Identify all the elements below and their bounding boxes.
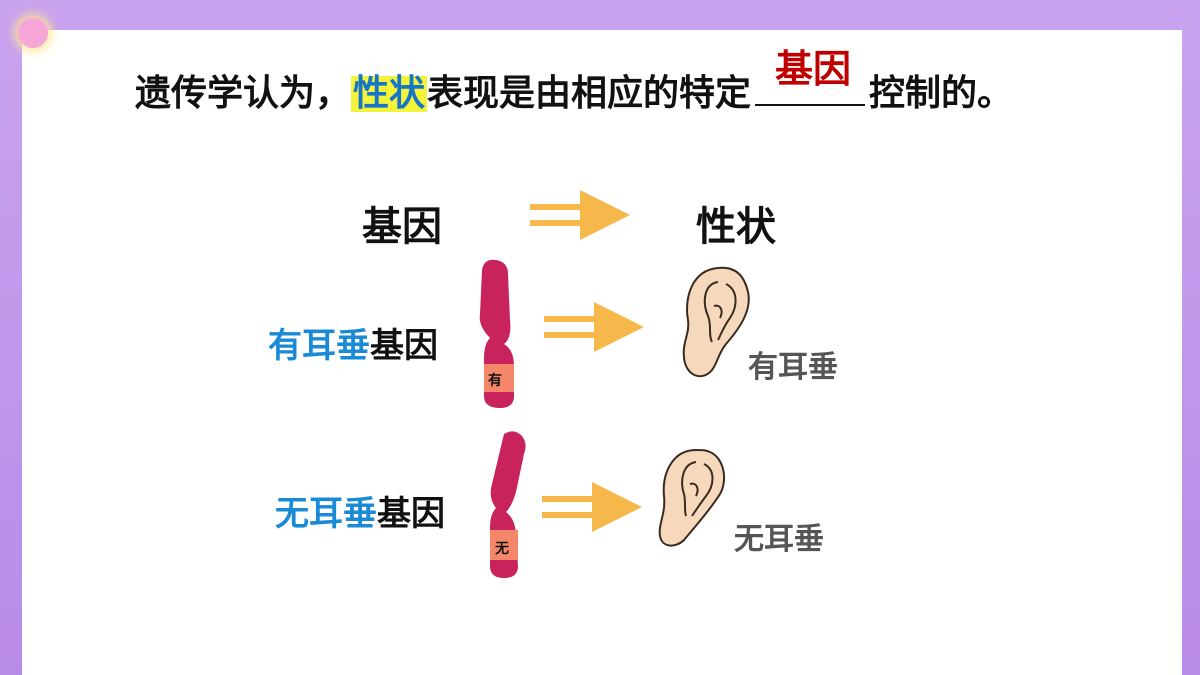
decorative-dot bbox=[18, 18, 48, 48]
chromosome-icon bbox=[479, 259, 514, 408]
gene-label-colored: 有耳垂 bbox=[268, 326, 370, 366]
header-arrow-icon bbox=[530, 190, 630, 240]
trait-label-row-2: 无耳垂 bbox=[734, 522, 824, 557]
chromosome-band-label: 有 bbox=[488, 373, 502, 389]
gene-label-plain: 基因 bbox=[377, 494, 445, 534]
answer-blank: 基因 bbox=[755, 50, 866, 106]
title-prefix: 遗传学认为， bbox=[135, 73, 352, 114]
slide bbox=[22, 30, 1182, 675]
gene-label-row-1: 有耳垂基因 bbox=[268, 318, 438, 367]
trait-label-row-1: 有耳垂 bbox=[748, 350, 838, 385]
chromosome-row-1: 有 bbox=[468, 258, 528, 410]
header-trait: 性状 bbox=[696, 204, 776, 250]
ear-with-lobe-icon bbox=[682, 266, 750, 378]
row-2-arrow-icon bbox=[542, 482, 642, 532]
chromosome-icon bbox=[490, 431, 526, 578]
header-gene: 基因 bbox=[362, 204, 442, 250]
row-1-arrow-icon bbox=[544, 302, 644, 352]
title-highlight-trait: 性状 bbox=[351, 73, 428, 114]
chromosome-band-label: 无 bbox=[495, 541, 509, 557]
gene-label-colored: 无耳垂 bbox=[275, 494, 377, 534]
chromosome-row-2: 无 bbox=[478, 428, 538, 580]
gene-label-row-2: 无耳垂基因 bbox=[275, 486, 445, 535]
ear-without-lobe-icon bbox=[658, 448, 726, 547]
title-suffix: 控制的。 bbox=[869, 73, 1014, 114]
answer-text: 基因 bbox=[775, 47, 852, 91]
gene-label-plain: 基因 bbox=[370, 326, 438, 366]
title-sentence: 遗传学认为， 性状 表现是由相应的特定 基因 控制的。 bbox=[135, 50, 1014, 114]
title-middle: 表现是由相应的特定 bbox=[427, 73, 752, 114]
